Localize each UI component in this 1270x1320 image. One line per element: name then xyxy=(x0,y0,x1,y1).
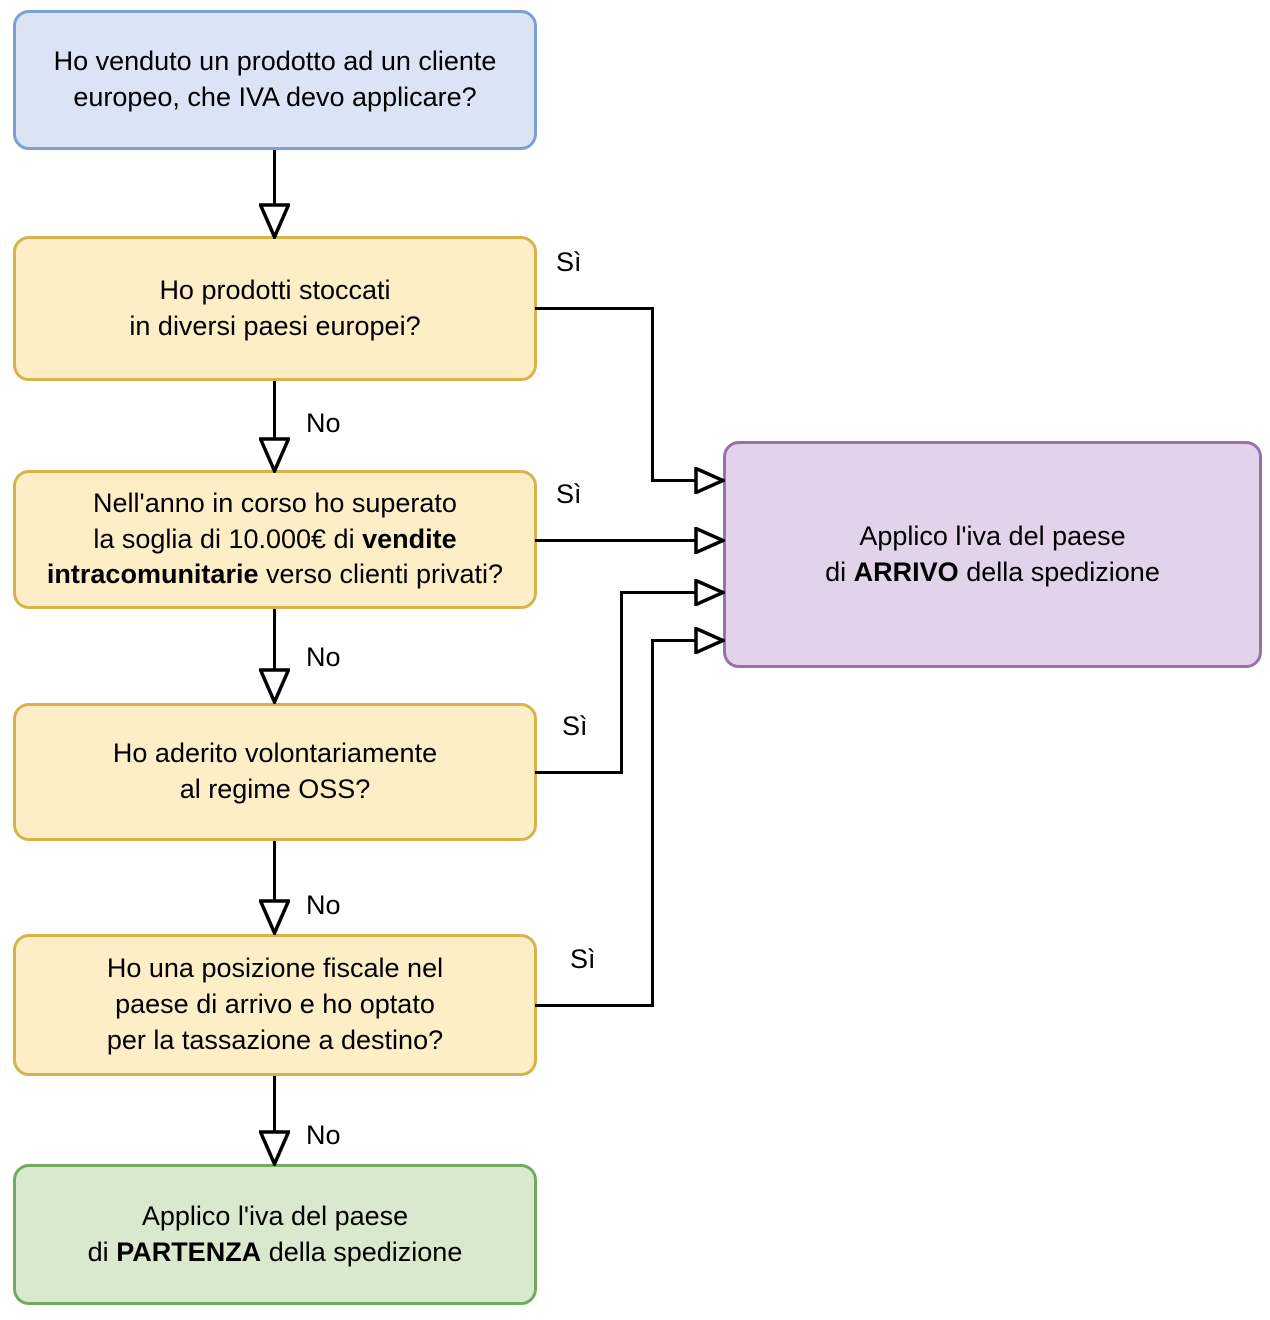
node-d4-line1: Ho una posizione fiscale nel xyxy=(106,953,444,984)
edge-d1-to-d2 xyxy=(273,381,276,445)
node-arrivo-line2a: di xyxy=(825,556,854,587)
node-d2-line1: Nell'anno in corso ho superato xyxy=(93,487,457,518)
node-decision-soglia-text: Nell'anno in corso ho superato la soglia… xyxy=(35,486,515,594)
edge-start-to-d1 xyxy=(273,150,276,212)
edge-label-no-1: No xyxy=(306,408,341,438)
edge-si1-v xyxy=(651,307,654,481)
node-decision-posizione-fiscale[interactable]: Ho una posizione fiscale nel paese di ar… xyxy=(13,934,537,1076)
node-d4-line3: per la tassazione a destino? xyxy=(106,1024,444,1055)
node-d1-line1: Ho prodotti stoccati xyxy=(159,274,391,305)
node-start-line1: Ho venduto un prodotto ad un cliente xyxy=(53,46,497,77)
node-partenza-line2a: di xyxy=(87,1236,117,1267)
node-d1-line2: in diversi paesi europei? xyxy=(129,310,421,341)
node-arrivo-line1: Applico l'iva del paese xyxy=(859,520,1126,551)
node-d2-line2b: vendite xyxy=(362,523,457,554)
node-start[interactable]: Ho venduto un prodotto ad un cliente eur… xyxy=(13,10,537,150)
node-result-partenza[interactable]: Applico l'iva del paese di PARTENZA dell… xyxy=(13,1164,537,1305)
node-d2-line3a: intracomunitarie xyxy=(46,559,259,590)
edge-si4-h2 xyxy=(651,639,698,642)
edge-si4-v xyxy=(651,639,654,1007)
edge-label-si-3: Sì xyxy=(562,711,588,741)
edge-label-si-1: Sì xyxy=(556,247,582,277)
edge-label-no-4: No xyxy=(306,1120,341,1150)
node-arrivo-line2c: della spedizione xyxy=(958,556,1160,587)
edge-si1-h1 xyxy=(535,307,654,310)
node-arrivo-line2b: ARRIVO xyxy=(853,556,959,587)
edge-d2-to-d3 xyxy=(273,609,276,673)
edge-label-si-2: Sì xyxy=(556,479,582,509)
node-d2-line2a: la soglia di 10.000€ di xyxy=(93,523,363,554)
node-d4-line2: paese di arrivo e ho optato xyxy=(115,989,435,1020)
edge-d4-to-partenza xyxy=(273,1076,276,1138)
node-d3-line1: Ho aderito volontariamente xyxy=(112,738,438,769)
edge-si3-v xyxy=(620,591,623,774)
node-result-arrivo[interactable]: Applico l'iva del paese di ARRIVO della … xyxy=(723,441,1262,668)
edge-si2-h xyxy=(535,539,698,542)
edge-label-no-2: No xyxy=(306,642,341,672)
node-decision-oss-text: Ho aderito volontariamente al regime OSS… xyxy=(101,736,449,808)
node-d3-line2: al regime OSS? xyxy=(179,774,371,804)
node-start-line2: europeo, che IVA devo applicare? xyxy=(73,82,477,112)
node-result-partenza-text: Applico l'iva del paese di PARTENZA dell… xyxy=(76,1199,475,1271)
node-decision-stoccaggio[interactable]: Ho prodotti stoccati in diversi paesi eu… xyxy=(13,236,537,381)
edge-si3-h2 xyxy=(620,591,698,594)
node-partenza-line1: Applico l'iva del paese xyxy=(141,1200,409,1231)
node-d2-line3b: verso clienti privati? xyxy=(258,559,504,590)
node-decision-oss[interactable]: Ho aderito volontariamente al regime OSS… xyxy=(13,703,537,841)
edge-d3-to-d4 xyxy=(273,841,276,905)
node-decision-stoccaggio-text: Ho prodotti stoccati in diversi paesi eu… xyxy=(117,273,432,345)
edge-label-no-3: No xyxy=(306,890,341,920)
node-partenza-line2b: PARTENZA xyxy=(116,1236,262,1267)
edge-si3-h1 xyxy=(535,771,623,774)
node-start-text: Ho venduto un prodotto ad un cliente eur… xyxy=(42,44,509,116)
edge-si1-h2 xyxy=(651,479,698,482)
node-decision-soglia[interactable]: Nell'anno in corso ho superato la soglia… xyxy=(13,470,537,609)
edge-label-si-4: Sì xyxy=(570,944,596,974)
node-decision-posizione-fiscale-text: Ho una posizione fiscale nel paese di ar… xyxy=(95,951,455,1059)
edge-si4-h1 xyxy=(535,1004,654,1007)
node-partenza-line2c: della spedizione xyxy=(261,1236,463,1267)
node-result-arrivo-text: Applico l'iva del paese di ARRIVO della … xyxy=(813,519,1172,591)
